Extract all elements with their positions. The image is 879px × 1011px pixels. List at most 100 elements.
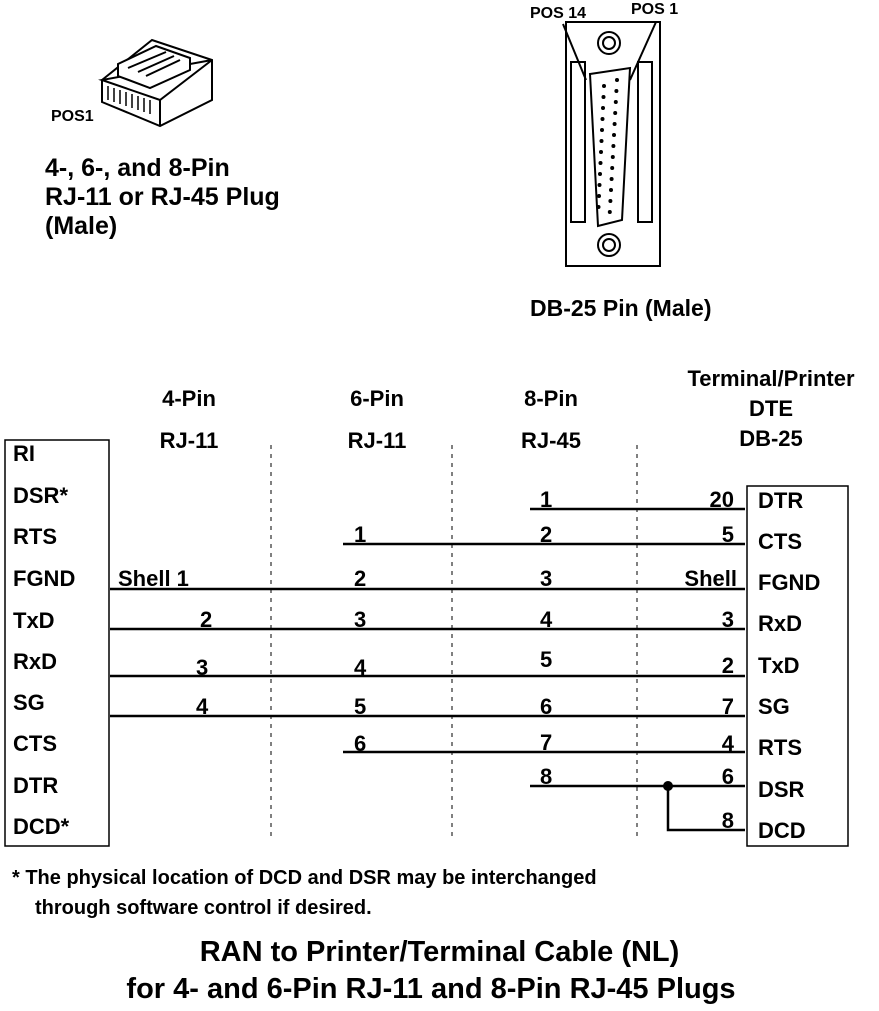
- pin-number: Shell: [684, 566, 737, 591]
- left-signal: CTS: [13, 731, 57, 756]
- pin-number: 1: [354, 522, 367, 547]
- diagram-title-line1: RAN to Printer/Terminal Cable (NL): [199, 936, 680, 968]
- pin-number: 8: [540, 764, 553, 789]
- db25-pin-dot: [610, 166, 615, 170]
- footnote-line2: through software control if desired.: [35, 897, 372, 919]
- rj-caption-line2: RJ-11 or RJ-45 Plug: [45, 183, 280, 211]
- pin-number: Shell 1: [118, 566, 189, 591]
- header-dte-line3: DB-25: [739, 426, 803, 451]
- left-signal: RTS: [13, 524, 57, 549]
- db25-pin-dot: [612, 133, 616, 137]
- db25-pin-dot: [598, 161, 603, 165]
- right-signal: DSR: [758, 777, 805, 802]
- pin-number: 20: [709, 487, 734, 512]
- db25-pin-dot: [599, 139, 604, 143]
- wire-dcd-jumper: [666, 786, 745, 832]
- right-signal: RxD: [758, 611, 803, 636]
- pin-number: 7: [721, 694, 734, 719]
- pin-number: 2: [721, 653, 734, 678]
- pin-number: 2: [540, 522, 553, 547]
- junction-dot: [663, 781, 673, 791]
- left-signal: SG: [13, 690, 45, 715]
- db25-pin-dot: [601, 95, 606, 99]
- right-signal: CTS: [758, 529, 802, 554]
- left-signal: DTR: [13, 773, 59, 798]
- db25-pos14-label: POS 14: [530, 5, 587, 22]
- db25-pin-dot: [613, 111, 618, 115]
- header-4pin-line2: RJ-11: [159, 428, 219, 453]
- diagram-title-line2: for 4- and 6-Pin RJ-11 and 8-Pin RJ-45 P…: [126, 973, 736, 1005]
- pin-number: 6: [721, 764, 734, 789]
- right-signal-box: [746, 485, 849, 847]
- right-signal: DCD: [758, 818, 806, 843]
- db25-pin-dot: [609, 188, 613, 192]
- pin-number: 3: [196, 655, 209, 680]
- db25-pin-dots: [596, 78, 619, 214]
- db25-pin-dot: [613, 100, 618, 104]
- db25-pin-dot: [600, 128, 604, 132]
- db25-caption: DB-25 Pin (Male): [530, 295, 712, 321]
- left-signal: DSR*: [13, 483, 69, 508]
- pin-number: 1: [540, 487, 553, 512]
- column-separators: [270, 445, 638, 840]
- pin-number: 2: [200, 607, 213, 632]
- db25-pin-dot: [602, 84, 606, 88]
- db25-pin-dot: [607, 210, 612, 214]
- rj-caption-line3: (Male): [45, 212, 118, 240]
- header-4pin-line1: 4-Pin: [162, 386, 216, 411]
- db25-pin-dot: [608, 199, 613, 203]
- pin-number: 6: [540, 694, 553, 719]
- right-signal: RTS: [758, 735, 802, 760]
- pin-number: 5: [540, 647, 553, 672]
- pin-number: 4: [196, 694, 209, 719]
- db25-pin-dot: [597, 183, 602, 187]
- db25-pin-dot: [596, 205, 601, 209]
- pin-number: 6: [354, 731, 367, 756]
- header-8pin-line2: RJ-45: [521, 428, 581, 453]
- rj-caption-line1: 4-, 6-, and 8-Pin: [45, 154, 230, 182]
- db25-pin-dot: [600, 117, 605, 121]
- db25-pin-dot: [611, 144, 616, 148]
- right-signal: DTR: [758, 488, 804, 513]
- right-signal: FGND: [758, 570, 821, 595]
- db25-pin-dot: [612, 122, 617, 126]
- db25-pin-dot: [610, 155, 615, 159]
- wires: [110, 507, 745, 832]
- header-8pin-line1: 8-Pin: [524, 386, 578, 411]
- pin-number: 3: [721, 607, 734, 632]
- left-signal: DCD*: [13, 814, 70, 839]
- db25-pin-dot: [599, 150, 603, 154]
- header-6pin-line1: 6-Pin: [350, 386, 404, 411]
- pin-number: 3: [540, 566, 553, 591]
- right-signal: TxD: [758, 653, 800, 678]
- db25-pin-dot: [609, 177, 614, 181]
- pin-number: 4: [354, 655, 367, 680]
- left-signal: RxD: [13, 649, 58, 674]
- db25-pin-dot: [601, 106, 605, 110]
- rj-plug-drawing: [98, 38, 213, 128]
- pin-number: 5: [354, 694, 367, 719]
- left-signal: TxD: [13, 608, 55, 633]
- db25-pin-dot: [598, 172, 602, 176]
- header-dte-line2: DTE: [749, 396, 793, 421]
- left-signal: RI: [13, 441, 35, 466]
- pin-number: 7: [540, 730, 553, 755]
- db25-pos1-label: POS 1: [631, 1, 679, 18]
- pin-number: 2: [354, 566, 367, 591]
- pin-number: 4: [540, 607, 553, 632]
- right-signal: SG: [758, 694, 790, 719]
- pin-number: 5: [721, 522, 734, 547]
- pin-number: 3: [354, 607, 367, 632]
- header-dte-line1: Terminal/Printer: [687, 366, 855, 391]
- header-6pin-line2: RJ-11: [347, 428, 407, 453]
- left-signal-box: [4, 439, 110, 847]
- db25-pin-dot: [615, 78, 619, 82]
- db25-pin-dot: [597, 194, 601, 198]
- db25-pin-dot: [614, 89, 619, 93]
- db25-pos-leaders: [562, 21, 657, 81]
- pin-number: 4: [721, 731, 734, 756]
- footnote-line1: * The physical location of DCD and DSR m…: [12, 867, 597, 889]
- rj-pos1-label: POS1: [51, 108, 94, 125]
- db25-connector-drawing: [565, 21, 661, 267]
